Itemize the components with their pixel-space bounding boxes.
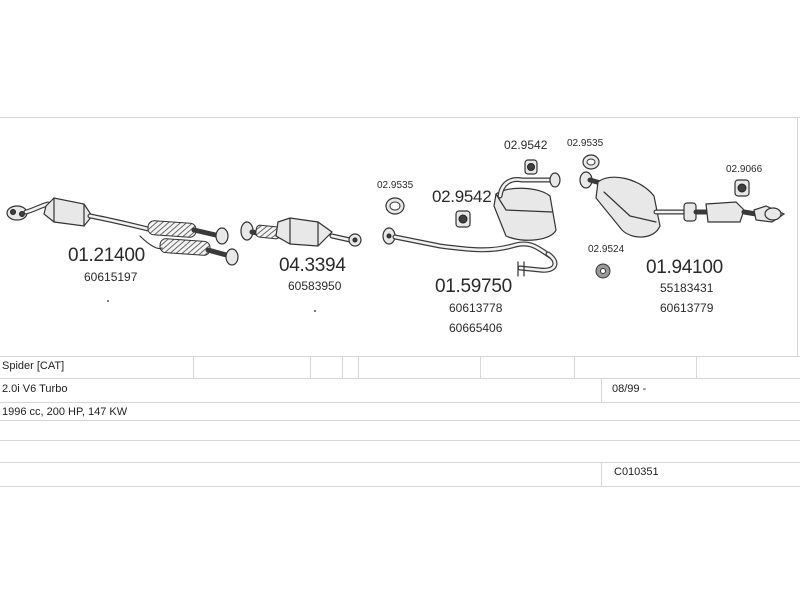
converter-body-shape — [275, 217, 333, 247]
manifold-branch-lower-shape — [159, 238, 211, 256]
part-ref-60583950: 60583950 — [288, 279, 342, 293]
exhaust-system-diagram — [6, 154, 786, 312]
part-code-01-59750: 01.59750 — [435, 276, 512, 297]
end-silencer-shape — [705, 201, 745, 223]
middle-silencer-pipe-drawing — [382, 172, 561, 277]
rear-silencer-drawing — [579, 171, 786, 238]
part-code-02-9535-right: 02.9535 — [567, 138, 604, 149]
manifold-branch-upper-shape — [147, 220, 197, 238]
vehicle-engine: 2.0i V6 Turbo — [2, 383, 68, 395]
part-ref-60613778: 60613778 — [449, 301, 503, 315]
part-code-02-9066: 02.9066 — [726, 164, 763, 175]
rear-silencer-box-shape — [595, 176, 661, 238]
part-code-04-3394: 04.3394 — [279, 255, 346, 276]
rubber-hanger-drawing — [455, 210, 471, 228]
part-ref-60615197: 60615197 — [84, 270, 138, 284]
part-ref-60665406: 60665406 — [449, 321, 503, 335]
gasket-small-drawing — [582, 154, 600, 170]
part-code-02-9535-left: 02.9535 — [377, 180, 414, 191]
hanger-clip-drawing — [524, 159, 538, 175]
rubber-mount-drawing — [595, 263, 611, 279]
vehicle-date-range: 08/99 - — [612, 383, 647, 395]
part-code-01-94100: 01.94100 — [646, 257, 723, 278]
part-code-01-21400: 01.21400 — [68, 245, 145, 266]
rear-hanger-drawing — [734, 179, 750, 197]
catalyst-body-shape — [43, 197, 93, 227]
middle-silencer-box-shape — [493, 187, 557, 241]
front-pipe-catalyst-drawing — [6, 197, 239, 266]
vehicle-specs: 1996 cc, 200 HP, 147 KW — [2, 406, 128, 418]
right-frame-line — [797, 117, 798, 357]
part-ref-60613779: 60613779 — [660, 301, 714, 315]
part-code-02-9524: 02.9524 — [588, 244, 625, 255]
vehicle-model: Spider [CAT] — [2, 360, 65, 372]
catalyst-converter-drawing — [240, 217, 362, 247]
gasket-ring-drawing — [385, 197, 405, 215]
part-ref-55183431: 55183431 — [660, 281, 714, 295]
part-code-02-9542-top: 02.9542 — [504, 138, 548, 152]
catalog-code: C010351 — [614, 466, 659, 478]
part-code-02-9542-left: 02.9542 — [432, 187, 492, 206]
top-frame-line — [0, 117, 800, 118]
